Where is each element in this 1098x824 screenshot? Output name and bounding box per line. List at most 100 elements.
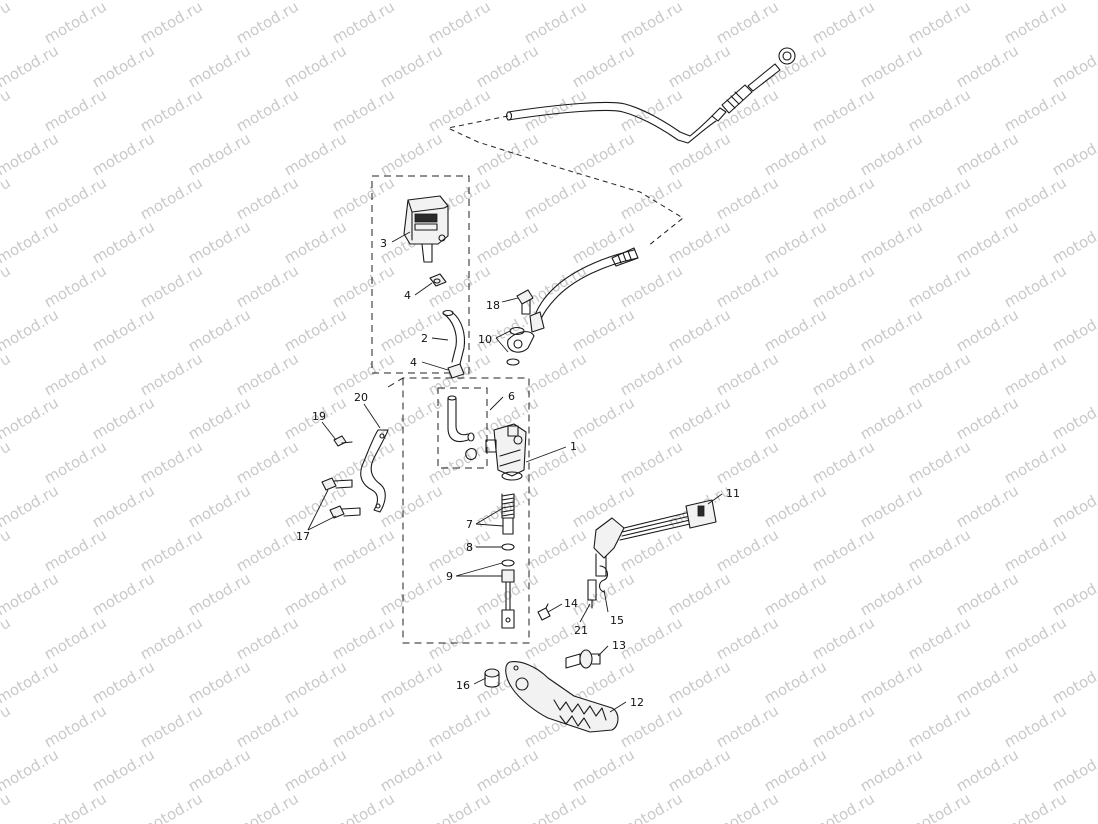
- watermark-text: motod.ru: [713, 349, 782, 399]
- watermark-text: motod.ru: [425, 85, 494, 135]
- watermark-text: motod.ru: [713, 525, 782, 575]
- watermark-text: motod.ru: [713, 613, 782, 663]
- watermark-text: motod.ru: [617, 261, 686, 311]
- watermark-text: motod.ru: [665, 129, 734, 179]
- watermark-text: motod.ru: [761, 745, 830, 795]
- watermark-text: motod.ru: [857, 393, 926, 443]
- bracket-bolt-small: [333, 435, 353, 447]
- watermark-text: motod.ru: [809, 437, 878, 487]
- watermark-text: motod.ru: [953, 481, 1022, 531]
- watermark-text: motod.ru: [329, 85, 398, 135]
- watermark-text: motod.ru: [89, 393, 158, 443]
- watermark-text: motod.ru: [905, 701, 974, 751]
- watermark-text: motod.ru: [953, 305, 1022, 355]
- callout-13: 13: [612, 639, 626, 652]
- watermark-text: motod.ru: [1001, 525, 1070, 575]
- watermark-text: motod.ru: [137, 789, 206, 824]
- watermark-text: motod.ru: [233, 525, 302, 575]
- watermark-text: motod.ru: [137, 613, 206, 663]
- reservoir-group-box: [371, 175, 470, 374]
- brake-line-continuation: [446, 115, 684, 247]
- seal-ring: [501, 543, 515, 551]
- callout-2: 2: [421, 332, 428, 345]
- watermark-text: motod.ru: [281, 41, 350, 91]
- watermark-text: motod.ru: [953, 657, 1022, 707]
- piston-spring: [501, 493, 515, 535]
- callout-14: 14: [564, 597, 578, 610]
- watermark-text: motod.ru: [473, 217, 542, 267]
- pushrod-assembly: [501, 559, 515, 629]
- watermark-text: motod.ru: [569, 745, 638, 795]
- watermark-text: motod.ru: [1049, 745, 1098, 795]
- watermark-text: motod.ru: [857, 657, 926, 707]
- watermark-text: motod.ru: [185, 657, 254, 707]
- watermark-text: motod.ru: [857, 745, 926, 795]
- watermark-text: motod.ru: [1049, 305, 1098, 355]
- watermark-text: motod.ru: [377, 305, 446, 355]
- watermark-text: motod.ru: [0, 657, 62, 707]
- watermark-text: motod.ru: [329, 0, 398, 47]
- watermark-text: motod.ru: [809, 0, 878, 47]
- watermark-text: motod.ru: [617, 613, 686, 663]
- watermark-text: motod.ru: [89, 657, 158, 707]
- watermark-text: motod.ru: [281, 217, 350, 267]
- watermark-text: motod.ru: [473, 41, 542, 91]
- watermark-text: motod.ru: [137, 85, 206, 135]
- watermark-text: motod.ru: [809, 349, 878, 399]
- watermark-text: motod.ru: [617, 789, 686, 824]
- callout-18: 18: [486, 299, 500, 312]
- watermark-text: motod.ru: [905, 0, 974, 47]
- watermark-text: motod.ru: [1049, 217, 1098, 267]
- watermark-text: motod.ru: [617, 349, 686, 399]
- watermark-text: motod.ru: [857, 305, 926, 355]
- watermark-text: motod.ru: [89, 41, 158, 91]
- watermark-text: motod.ru: [521, 173, 590, 223]
- watermark-text: motod.ru: [0, 525, 14, 575]
- watermark-text: motod.ru: [953, 745, 1022, 795]
- fluid-reservoir: [403, 195, 449, 263]
- watermark-text: motod.ru: [233, 701, 302, 751]
- watermark-text: motod.ru: [905, 613, 974, 663]
- watermark-text: motod.ru: [377, 569, 446, 619]
- watermark-text: motod.ru: [1049, 657, 1098, 707]
- watermark-text: motod.ru: [377, 481, 446, 531]
- watermark-text: motod.ru: [1049, 129, 1098, 179]
- watermark-text: motod.ru: [89, 569, 158, 619]
- watermark-text: motod.ru: [1001, 701, 1070, 751]
- watermark-text: motod.ru: [185, 569, 254, 619]
- watermark-text: motod.ru: [521, 349, 590, 399]
- watermark-text: motod.ru: [713, 173, 782, 223]
- watermark-text: motod.ru: [185, 129, 254, 179]
- watermark-text: motod.ru: [281, 657, 350, 707]
- callout-4-upper: 4: [404, 289, 411, 302]
- watermark-text: motod.ru: [425, 0, 494, 47]
- watermark-text: motod.ru: [0, 261, 14, 311]
- watermark-text: motod.ru: [0, 0, 14, 47]
- watermark-text: motod.ru: [0, 393, 62, 443]
- watermark-text: motod.ru: [89, 745, 158, 795]
- callout-1: 1: [570, 440, 577, 453]
- watermark-text: motod.ru: [377, 745, 446, 795]
- callout-4-lower: 4: [410, 356, 417, 369]
- watermark-text: motod.ru: [617, 85, 686, 135]
- watermark-text: motod.ru: [809, 525, 878, 575]
- watermark-text: motod.ru: [905, 525, 974, 575]
- callout-11: 11: [726, 487, 740, 500]
- watermark-text: motod.ru: [1001, 437, 1070, 487]
- watermark-text: motod.ru: [329, 525, 398, 575]
- watermark-text: motod.ru: [521, 525, 590, 575]
- watermark-text: motod.ru: [41, 173, 110, 223]
- watermark-text: motod.ru: [809, 789, 878, 824]
- watermark-text: motod.ru: [233, 0, 302, 47]
- watermark-text: motod.ru: [233, 85, 302, 135]
- watermark-text: motod.ru: [281, 305, 350, 355]
- hose-subgroup-box: [437, 387, 488, 469]
- watermark-text: motod.ru: [89, 129, 158, 179]
- watermark-text: motod.ru: [377, 41, 446, 91]
- bracket-bolts: [321, 477, 361, 519]
- watermark-text: motod.ru: [1049, 481, 1098, 531]
- master-cylinder-group-box: [387, 377, 530, 644]
- brake-light-switch: [593, 499, 717, 577]
- watermark-text: motod.ru: [665, 657, 734, 707]
- watermark-text: motod.ru: [953, 393, 1022, 443]
